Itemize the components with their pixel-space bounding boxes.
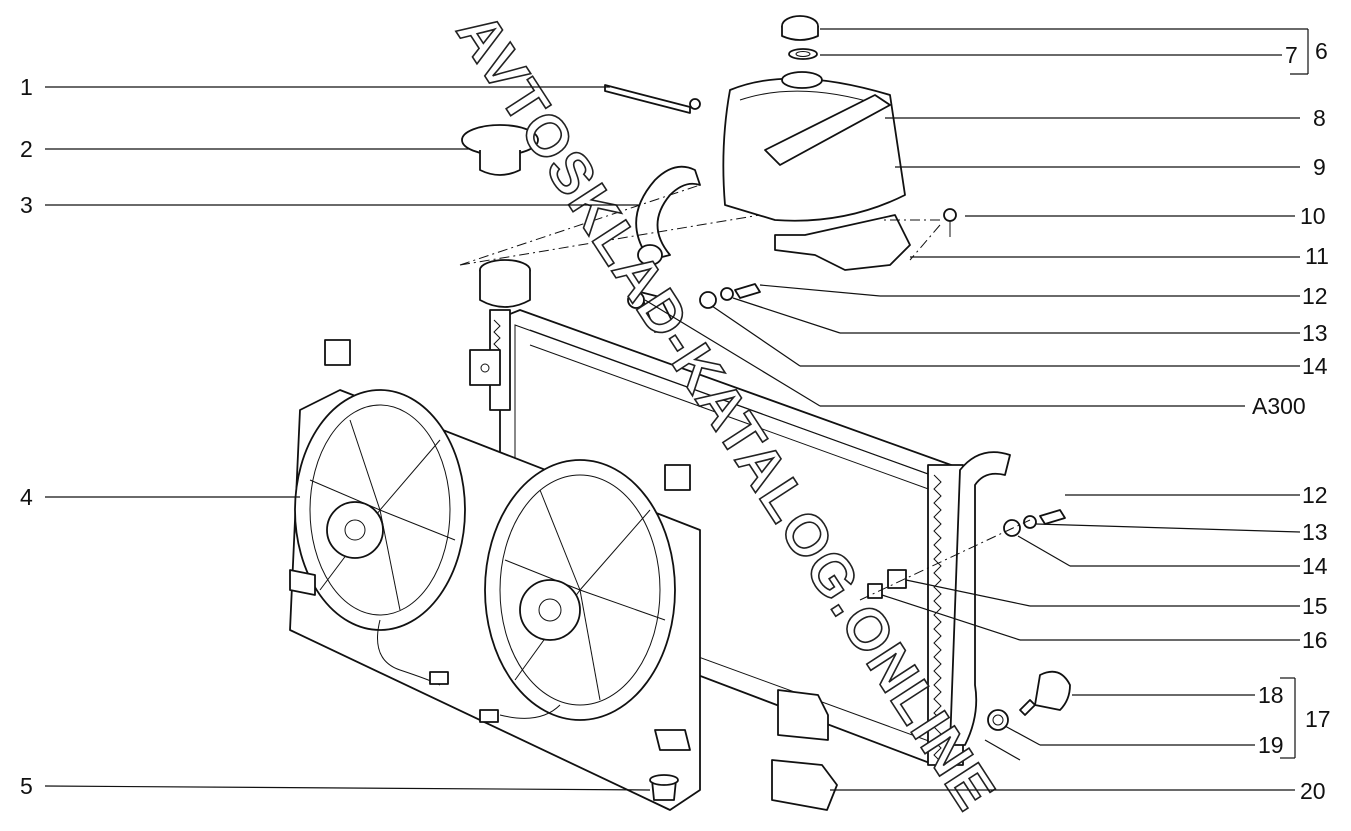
- callout-a300: A300: [1252, 393, 1306, 419]
- callout-13-upper: 13: [1302, 320, 1328, 346]
- callout-3: 3: [20, 192, 33, 218]
- callout-2: 2: [20, 136, 33, 162]
- tank-hose: [459, 165, 761, 266]
- callout-11: 11: [1305, 243, 1329, 269]
- callout-14-upper: 14: [1302, 353, 1328, 379]
- callout-labels: 1 2 3 4 5 6 7 8 9 10 11 12 13 14 A300 12…: [20, 38, 1331, 804]
- callout-20: 20: [1300, 778, 1326, 804]
- callout-16: 16: [1302, 627, 1328, 653]
- callout-1: 1: [20, 74, 33, 100]
- callout-5: 5: [20, 773, 33, 799]
- callout-8: 8: [1313, 105, 1326, 131]
- callout-9: 9: [1313, 154, 1326, 180]
- callout-19: 19: [1258, 732, 1284, 758]
- callout-14-lower: 14: [1302, 553, 1328, 579]
- radiator: [469, 259, 1011, 770]
- callout-10: 10: [1300, 203, 1326, 229]
- callout-15: 15: [1302, 593, 1328, 619]
- callout-7: 7: [1285, 42, 1298, 68]
- callout-13-lower: 13: [1302, 519, 1328, 545]
- expansion-tank: [722, 15, 957, 271]
- small-parts: [461, 84, 1071, 811]
- callout-17: 17: [1305, 706, 1331, 732]
- callout-12-upper: 12: [1302, 283, 1328, 309]
- cooling-fan-assembly: [289, 339, 701, 811]
- callout-6: 6: [1315, 38, 1328, 64]
- callout-12-lower: 12: [1302, 482, 1328, 508]
- leader-lines: [44, 28, 1309, 791]
- callout-18: 18: [1258, 682, 1284, 708]
- callout-4: 4: [20, 484, 33, 510]
